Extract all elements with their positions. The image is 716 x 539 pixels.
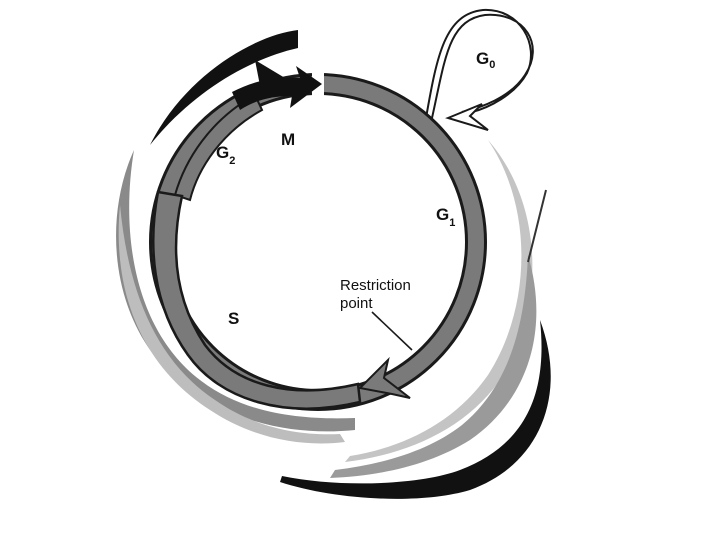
m-phase-label: M bbox=[281, 130, 295, 149]
g1-phase-label: G1 bbox=[436, 205, 455, 229]
g2-phase-label: G2 bbox=[216, 143, 235, 167]
s-phase-label: S bbox=[228, 309, 239, 328]
outer-band-left-gray bbox=[116, 150, 355, 432]
restriction-point-pointer bbox=[371, 311, 413, 351]
outer-band-tick bbox=[527, 189, 547, 263]
outer-band-right-gray bbox=[330, 255, 537, 478]
restriction-point-label-line1: Restriction bbox=[340, 277, 411, 294]
outer-band-top-left-dark bbox=[150, 30, 298, 145]
g0-phase-label: G0 bbox=[476, 49, 495, 71]
s-segment bbox=[152, 190, 362, 410]
outer-band-right-dark bbox=[280, 320, 551, 499]
m-phase-arrow bbox=[232, 66, 322, 110]
g2-segment bbox=[173, 93, 264, 202]
g0-arrowhead bbox=[445, 103, 489, 131]
outer-band-right-light bbox=[345, 140, 533, 462]
m-phase-arrow-tail bbox=[255, 60, 285, 96]
restriction-point-label-line2: point bbox=[340, 295, 373, 312]
g1-end-arrowhead bbox=[357, 356, 411, 399]
